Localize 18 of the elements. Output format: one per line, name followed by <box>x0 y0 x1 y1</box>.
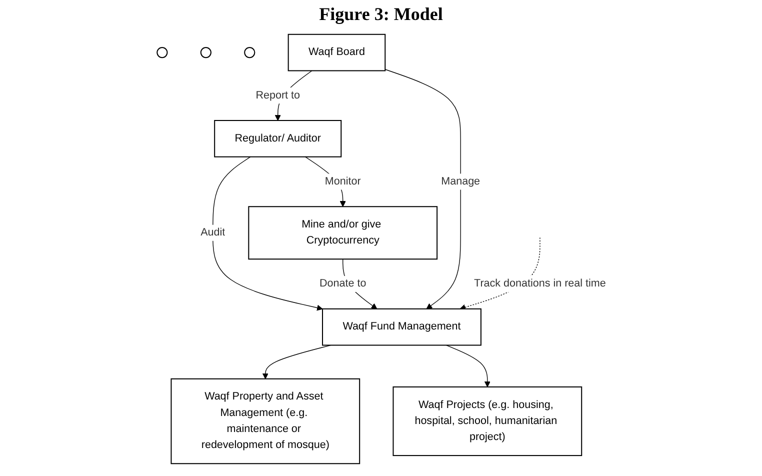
edge-label: Monitor <box>324 176 360 188</box>
edge-label: Report to <box>255 90 300 101</box>
edge-label: Donate to <box>319 278 366 290</box>
node-person <box>156 47 168 58</box>
arrow <box>212 156 322 311</box>
figure-title: Figure 3: Model <box>318 4 444 25</box>
node-person <box>200 47 211 58</box>
edge-label: Manage <box>440 176 480 188</box>
node-box: Waqf Board <box>287 34 386 72</box>
node-box: Regulator/ Auditor <box>214 120 342 158</box>
node-box: Waqf Fund Management <box>322 308 481 346</box>
node-box: Waqf Projects (e.g. housing, hospital, school, humanitarian project) <box>392 386 582 456</box>
node-person <box>244 47 255 58</box>
node-box: Mine and/or give Cryptocurrency <box>248 206 438 260</box>
node-box: Waqf Property and Asset Management (e.g. maintenance or redevelopment of mosque) <box>170 378 360 464</box>
arrow <box>384 69 460 310</box>
edge-label: Track donations in real time <box>474 278 606 290</box>
edge-label: Audit <box>200 226 225 238</box>
